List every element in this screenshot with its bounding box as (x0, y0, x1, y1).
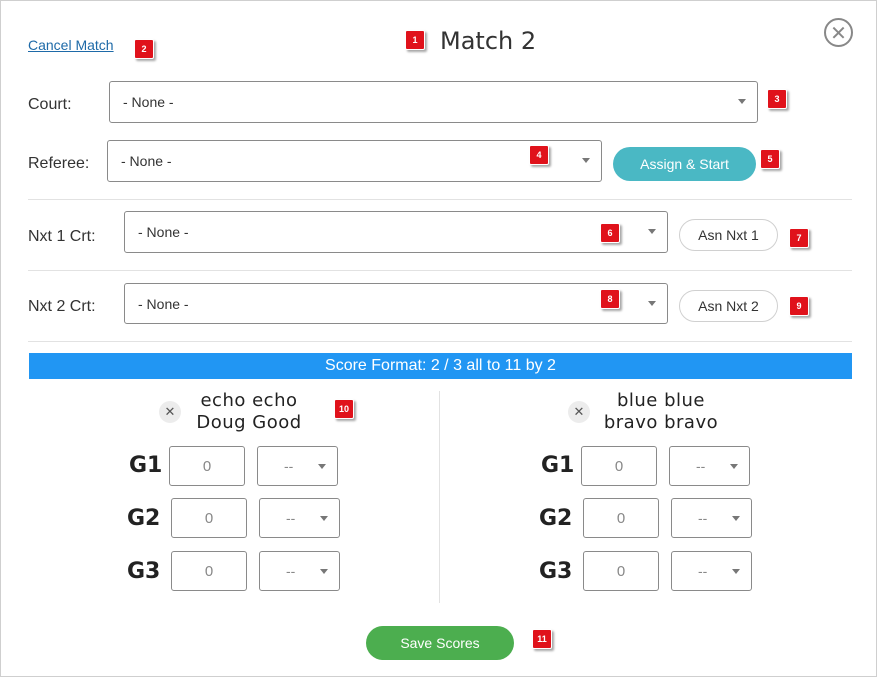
score-format-banner: Score Format: 2 / 3 all to 11 by 2 (29, 353, 852, 379)
chevron-down-icon (320, 569, 328, 574)
court-select[interactable]: - None - (109, 81, 758, 123)
annotation-badge-8: 8 (600, 289, 620, 309)
referee-select-value: - None - (121, 153, 172, 169)
chevron-down-icon (320, 516, 328, 521)
team-1-names: echo echo Doug Good (179, 390, 319, 434)
divider (28, 199, 852, 200)
annotation-badge-9: 9 (789, 296, 809, 316)
team-1-g2-select[interactable]: -- (259, 498, 340, 538)
annotation-badge-6: 6 (600, 223, 620, 243)
team-2-g2-select[interactable]: -- (671, 498, 752, 538)
team-1-game-label: G1 (129, 453, 163, 478)
annotation-badge-1: 1 (405, 30, 425, 50)
court-label: Court: (28, 96, 72, 113)
cancel-match-link[interactable]: Cancel Match (28, 37, 114, 53)
team-1-g3-select[interactable]: -- (259, 551, 340, 591)
chevron-down-icon (738, 99, 746, 104)
close-icon[interactable]: ✕ (824, 18, 853, 47)
court-select-value: - None - (123, 94, 174, 110)
team-2-g3-select[interactable]: -- (671, 551, 752, 591)
team-1-g3-score-input[interactable]: 0 (171, 551, 247, 591)
assign-next-1-button[interactable]: Asn Nxt 1 (679, 219, 778, 251)
nxt1-select-value: - None - (138, 224, 189, 240)
team-2-player-2: bravo bravo (603, 412, 719, 433)
chevron-down-icon (648, 229, 656, 234)
team-1-g2-score-input[interactable]: 0 (171, 498, 247, 538)
annotation-badge-10: 10 (334, 399, 354, 419)
select-value: -- (286, 563, 296, 579)
assign-next-2-button[interactable]: Asn Nxt 2 (679, 290, 778, 322)
team-2-g1-select[interactable]: -- (669, 446, 750, 486)
annotation-badge-7: 7 (789, 228, 809, 248)
team-2-game-label: G3 (539, 559, 573, 584)
annotation-badge-4: 4 (529, 145, 549, 165)
referee-label: Referee: (28, 155, 90, 172)
team-1-g1-score-input[interactable]: 0 (169, 446, 245, 486)
chevron-down-icon (648, 301, 656, 306)
team-2-player-1: blue blue (616, 390, 706, 411)
team-1-player-2: Doug Good (196, 412, 302, 433)
select-value: -- (698, 563, 708, 579)
divider (28, 270, 852, 271)
team-2-game-label: G2 (539, 506, 573, 531)
chevron-down-icon (730, 464, 738, 469)
select-value: -- (696, 458, 706, 474)
team-2-game-label: G1 (541, 453, 575, 478)
annotation-badge-11: 11 (532, 629, 552, 649)
select-value: -- (286, 510, 296, 526)
remove-team-2-icon[interactable]: ✕ (568, 401, 590, 423)
team-2-g2-score-input[interactable]: 0 (583, 498, 659, 538)
team-1-game-label: G2 (127, 506, 161, 531)
annotation-badge-5: 5 (760, 149, 780, 169)
chevron-down-icon (582, 158, 590, 163)
dialog-title: Match 2 (440, 27, 537, 55)
team-1-player-1: echo echo (200, 390, 298, 411)
chevron-down-icon (732, 516, 740, 521)
nxt2-label: Nxt 2 Crt: (28, 298, 96, 315)
team-divider (439, 391, 440, 603)
chevron-down-icon (318, 464, 326, 469)
annotation-badge-3: 3 (767, 89, 787, 109)
divider (28, 341, 852, 342)
nxt2-select-value: - None - (138, 295, 189, 312)
chevron-down-icon (732, 569, 740, 574)
team-2-g1-score-input[interactable]: 0 (581, 446, 657, 486)
team-1-g1-select[interactable]: -- (257, 446, 338, 486)
assign-start-button[interactable]: Assign & Start (613, 147, 756, 181)
remove-team-1-icon[interactable]: ✕ (159, 401, 181, 423)
team-2-names: blue blue bravo bravo (591, 390, 731, 434)
nxt2-court-select[interactable]: - None - (124, 283, 668, 324)
nxt1-label: Nxt 1 Crt: (28, 228, 96, 245)
team-2-g3-score-input[interactable]: 0 (583, 551, 659, 591)
select-value: -- (284, 458, 294, 474)
nxt1-court-select[interactable]: - None - (124, 211, 668, 253)
annotation-badge-2: 2 (134, 39, 154, 59)
team-1-game-label: G3 (127, 559, 161, 584)
save-scores-button[interactable]: Save Scores (366, 626, 514, 660)
referee-select[interactable]: - None - (107, 140, 602, 182)
select-value: -- (698, 510, 708, 526)
